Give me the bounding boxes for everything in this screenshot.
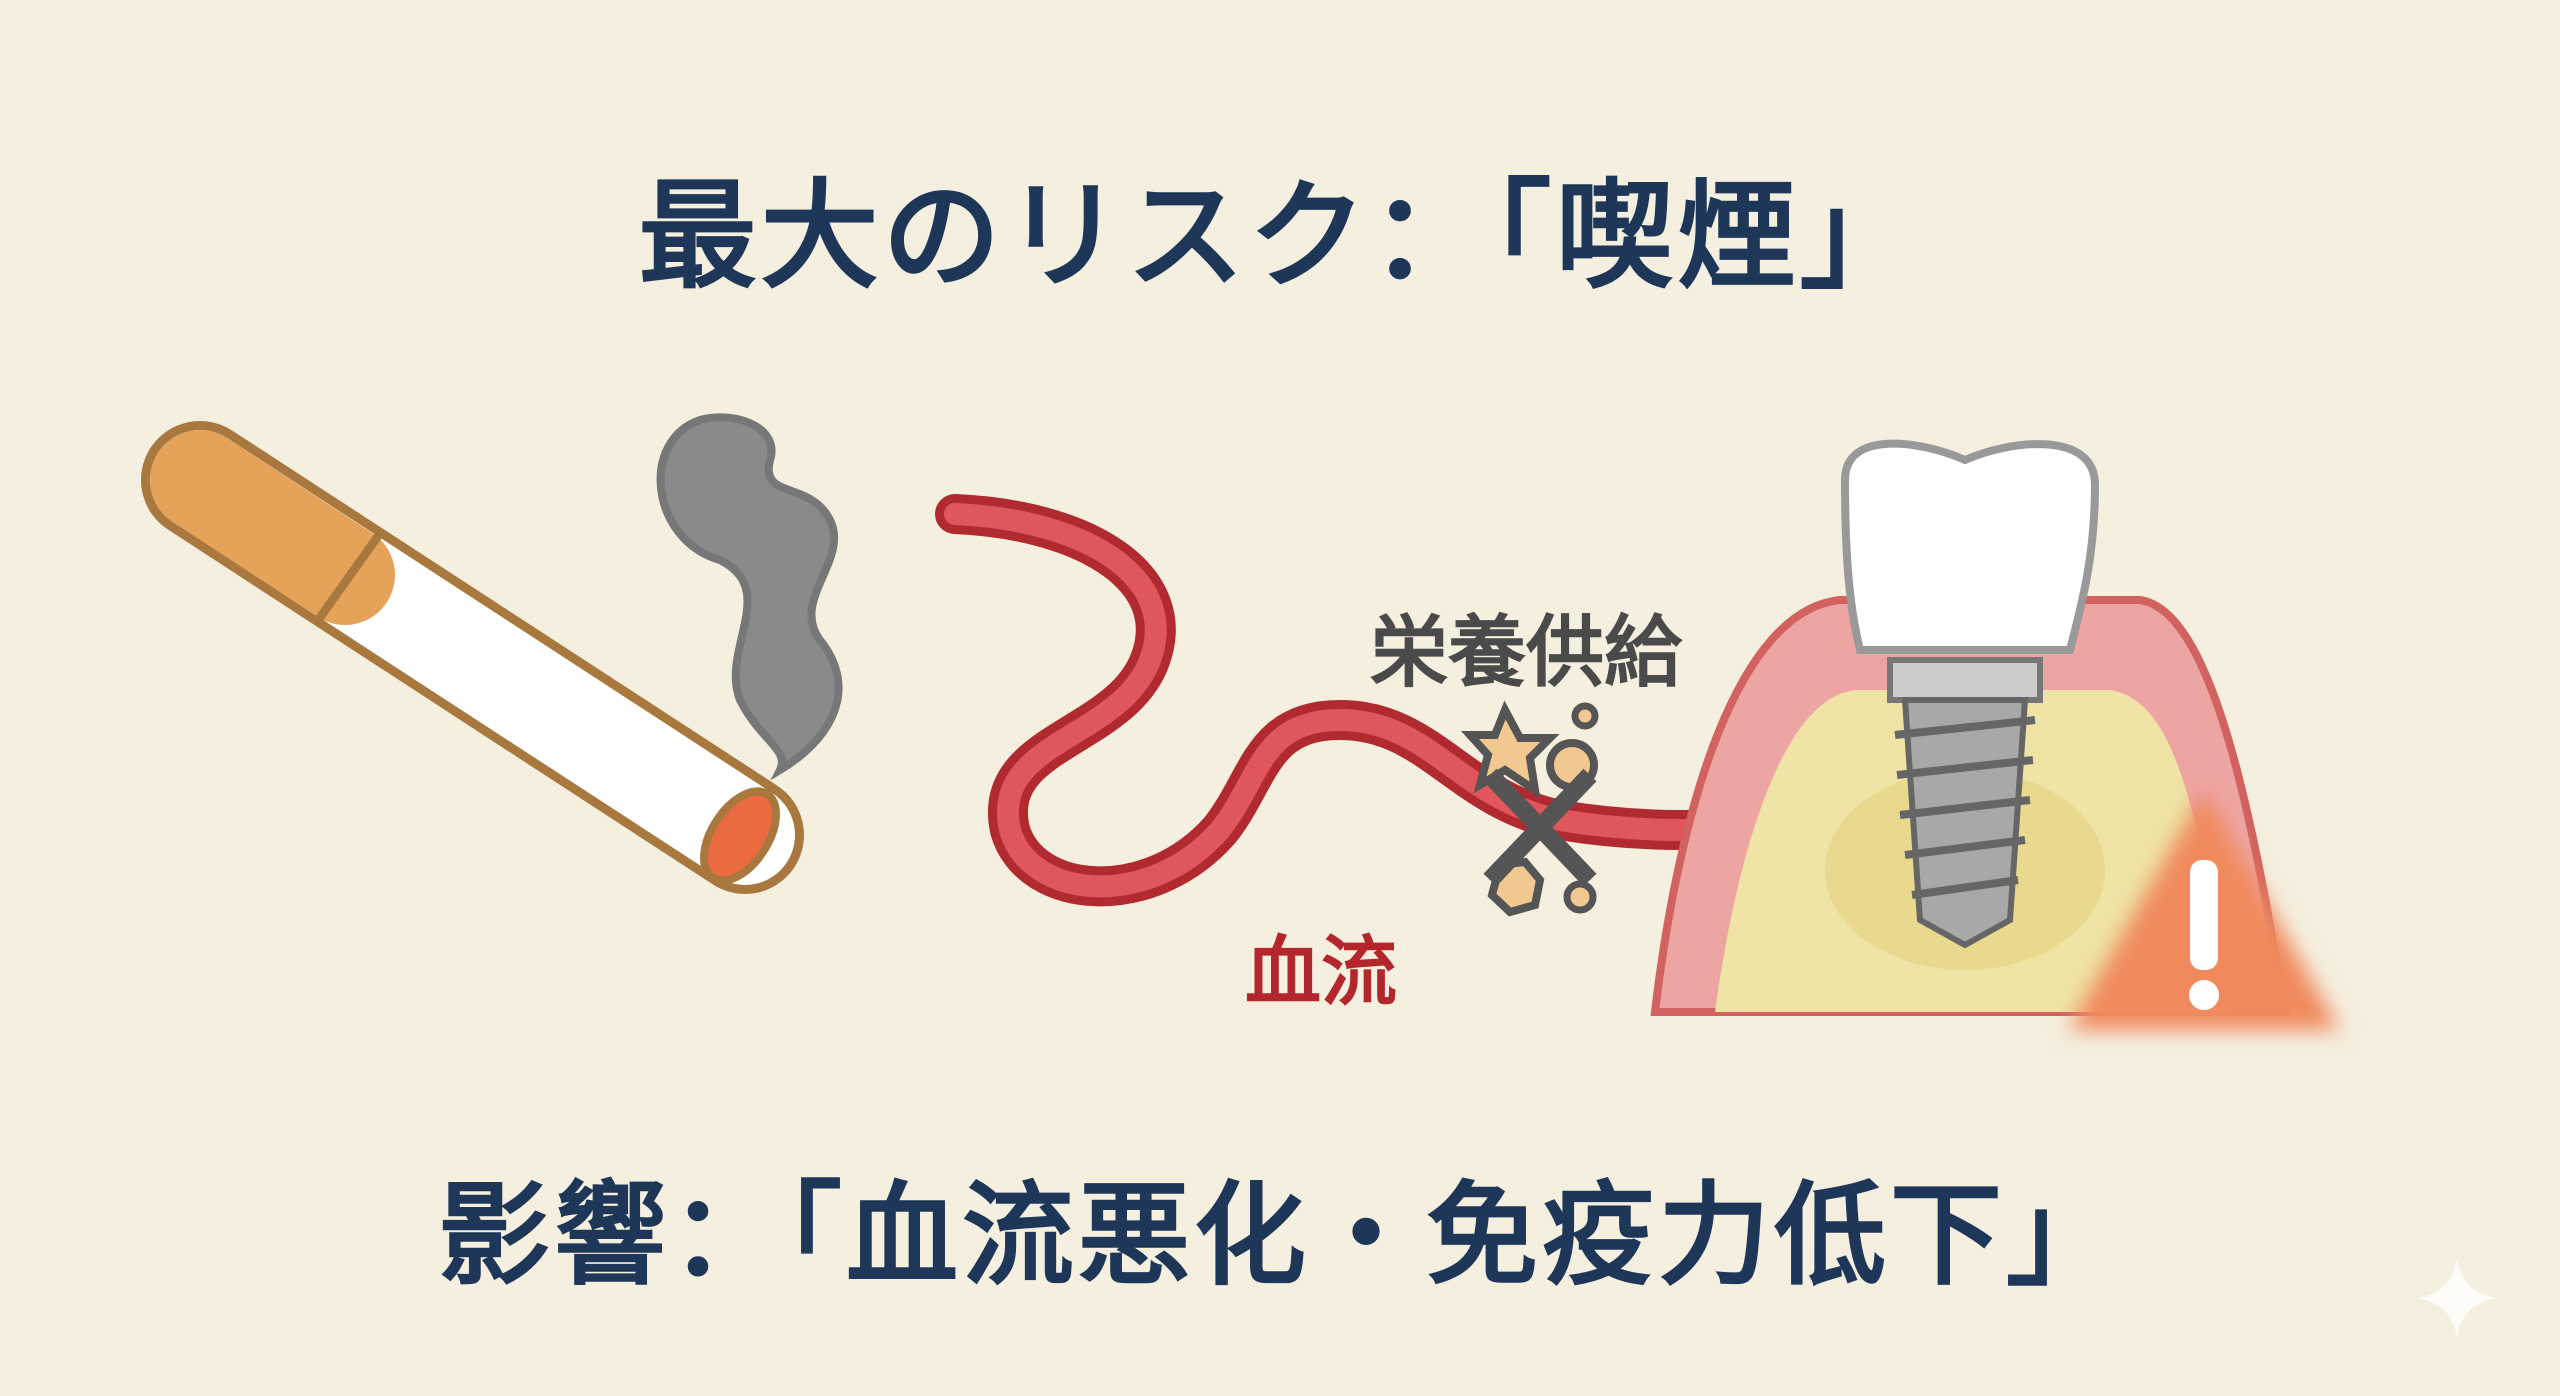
impact-subtitle: 影響：「血流悪化・免疫力低下」 [438, 1171, 2122, 1301]
page-title: 最大のリスク：「喫煙」 [638, 167, 1922, 305]
sparkle-icon [2417, 1258, 2497, 1338]
nutrient-supply-label: 栄養供給 [1370, 608, 1683, 698]
smoke-icon [656, 413, 843, 781]
cigarette-icon [141, 421, 804, 894]
warning-icon [2068, 790, 2340, 1030]
blocked-icon [1461, 700, 1599, 917]
implant-icon [1840, 439, 2100, 949]
blood-flow-label: 血流 [1245, 927, 1397, 1016]
